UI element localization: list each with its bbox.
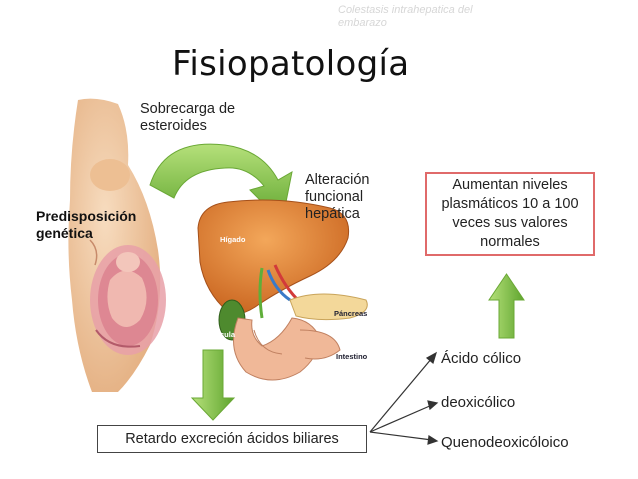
curved-arrow bbox=[149, 143, 293, 224]
label-overload-text: Sobrecarga de esteroides bbox=[140, 101, 236, 134]
acid-item-quenodeoxicoloico: Quenodeoxicóloico bbox=[441, 434, 569, 451]
acid-item-deoxicolico: deoxicólico bbox=[441, 394, 516, 411]
organ-label-gallbladder: Vesícula biliar bbox=[205, 330, 239, 348]
organ-label-gallbladder-text: Vesícula biliar bbox=[205, 330, 236, 348]
branch-arrows bbox=[369, 351, 439, 445]
retardo-text: Retardo excreción ácidos biliares bbox=[125, 431, 339, 447]
organ-label-liver: Hígado bbox=[220, 235, 246, 244]
down-arrow bbox=[190, 349, 236, 421]
organ-label-pancreas: Páncreas bbox=[334, 309, 368, 318]
label-alteration-text: Alteración funcional hepática bbox=[305, 172, 370, 222]
organ-label-intestine: Intestino bbox=[336, 352, 368, 361]
pregnant-woman-illustration bbox=[68, 98, 166, 393]
watermark-text: Colestasis intrahepatica del embarazo bbox=[338, 4, 473, 29]
label-alteration: Alteración funcional hepática bbox=[305, 172, 390, 223]
result-text: Aumentan niveles plasmáticos 10 a 100 ve… bbox=[441, 177, 579, 250]
label-predisposition-text: Predisposición genética bbox=[36, 208, 137, 241]
label-overload: Sobrecarga de esteroides bbox=[140, 101, 260, 135]
up-arrow bbox=[488, 273, 525, 339]
liver-illustration bbox=[197, 199, 368, 381]
retardo-box: Retardo excreción ácidos biliares bbox=[97, 425, 367, 453]
result-box: Aumentan niveles plasmáticos 10 a 100 ve… bbox=[425, 172, 595, 256]
label-predisposition: Predisposición genética bbox=[36, 208, 148, 242]
page-title: Fisiopatología bbox=[172, 44, 410, 84]
acid-item-colico: Ácido cólico bbox=[441, 350, 522, 367]
